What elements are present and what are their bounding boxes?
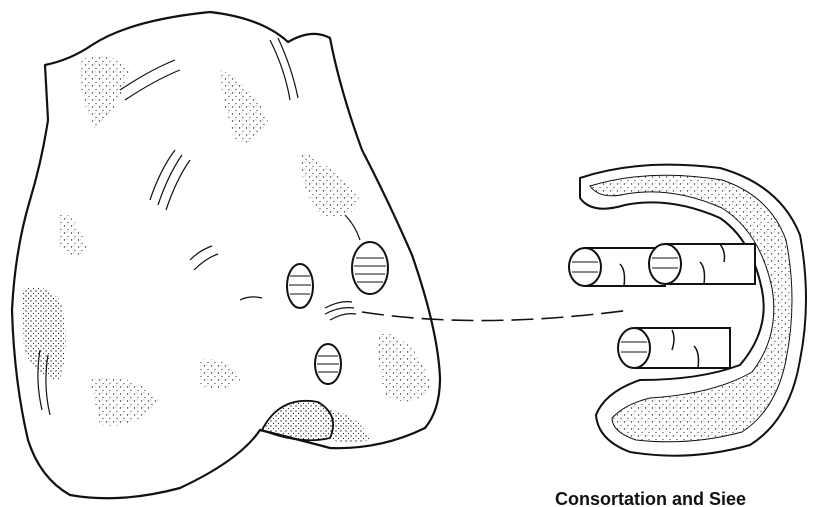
graft-plug-3 bbox=[618, 328, 730, 368]
graft-plug-2 bbox=[649, 244, 755, 284]
recipient-socket-upper bbox=[352, 242, 388, 294]
femoral-condyle-bone bbox=[12, 12, 440, 498]
recipient-socket-lower bbox=[315, 344, 341, 384]
donor-cross-section bbox=[569, 165, 806, 456]
figure-caption: Consortation and Siee bbox=[555, 488, 746, 507]
recipient-socket-middle bbox=[287, 264, 313, 308]
